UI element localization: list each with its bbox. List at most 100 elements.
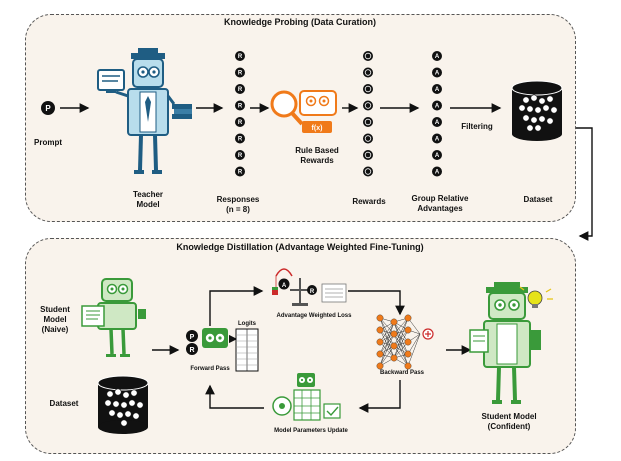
probing-title: Knowledge Probing (Data Curation) bbox=[224, 17, 376, 27]
reward-token-4 bbox=[363, 100, 373, 111]
distillation-title: Knowledge Distillation (Advantage Weight… bbox=[176, 242, 424, 252]
nn-edge bbox=[379, 321, 395, 355]
dataset-cylinder-bottom-icon bbox=[97, 375, 149, 434]
nn-edge bbox=[379, 321, 395, 367]
response-token-label: R bbox=[238, 170, 243, 176]
advantage-token-8 bbox=[432, 166, 442, 177]
nn-edge bbox=[379, 345, 395, 367]
reward-token-mark bbox=[364, 69, 372, 76]
student-head-icon bbox=[202, 328, 228, 348]
loss-token-r: R bbox=[310, 289, 315, 295]
response-token-label: R bbox=[238, 54, 243, 60]
nn-edge bbox=[393, 341, 409, 359]
rule-rewards-label: Rule Based Rewards bbox=[295, 146, 339, 165]
nn-node bbox=[404, 362, 412, 370]
reward-token-mark bbox=[364, 102, 372, 109]
advantage-token-7 bbox=[432, 150, 442, 160]
nn-node bbox=[404, 314, 412, 322]
dataset-label-bottom: Dataset bbox=[49, 399, 79, 408]
nn-node bbox=[390, 354, 398, 362]
nn-node bbox=[390, 342, 398, 350]
lightbulb-icon bbox=[519, 286, 553, 308]
reward-token-2 bbox=[363, 67, 373, 78]
dataset-cylinder-icon bbox=[511, 80, 563, 141]
student-naive-label: Student Model (Naive) bbox=[40, 305, 70, 334]
advantages-label: Group Relative Advantages bbox=[411, 194, 469, 213]
advantage-token-label: A bbox=[435, 87, 440, 93]
nn-node bbox=[376, 338, 384, 346]
nn-node bbox=[376, 350, 384, 358]
reward-token-5 bbox=[363, 117, 373, 127]
advantage-token-4 bbox=[432, 100, 442, 111]
response-token-3 bbox=[235, 84, 245, 94]
student-confident-label: Student Model (Confident) bbox=[481, 412, 537, 431]
reward-token-mark bbox=[364, 135, 372, 142]
advantage-token-label: A bbox=[435, 71, 440, 77]
response-token-label: R bbox=[238, 87, 243, 93]
reward-token-1 bbox=[363, 51, 373, 61]
logits-label: Logits bbox=[238, 321, 256, 327]
reward-token-6 bbox=[363, 133, 373, 144]
naive-student-robot-icon bbox=[81, 278, 146, 357]
filtering-label: Filtering bbox=[461, 122, 493, 131]
nn-node bbox=[404, 338, 412, 346]
loss-label: Advantage Weighted Loss bbox=[276, 313, 352, 319]
reward-token-mark bbox=[364, 52, 372, 60]
advantage-token-1 bbox=[432, 51, 442, 61]
forward-pass-label: Forward Pass bbox=[190, 366, 230, 372]
logits-table-icon bbox=[235, 328, 259, 372]
response-token-5 bbox=[235, 117, 245, 127]
svg-text:R: R bbox=[189, 347, 194, 354]
reward-tokens bbox=[363, 51, 373, 177]
neural-network-icon bbox=[376, 314, 421, 370]
plus-node-icon bbox=[422, 328, 434, 340]
advantage-token-label: A bbox=[435, 104, 440, 110]
nn-edge bbox=[393, 317, 409, 359]
reward-token-mark bbox=[364, 118, 372, 126]
response-token-label: R bbox=[238, 120, 243, 126]
nn-node bbox=[390, 318, 398, 326]
nn-node bbox=[376, 314, 384, 322]
knowledge-probing-panel bbox=[25, 14, 576, 222]
response-token-label: R bbox=[238, 137, 243, 143]
reward-token-mark bbox=[364, 85, 372, 93]
advantage-token-5 bbox=[432, 117, 442, 127]
advantage-token-3 bbox=[432, 84, 442, 94]
parameter-update-icon bbox=[272, 373, 341, 421]
reward-token-7 bbox=[363, 150, 373, 160]
reward-token-8 bbox=[363, 166, 373, 177]
rewards-label: Rewards bbox=[352, 197, 386, 206]
update-label: Model Parameters Update bbox=[274, 428, 348, 434]
rule-reward-icon bbox=[270, 90, 337, 133]
nn-edge bbox=[393, 317, 409, 347]
advantage-token-label: A bbox=[435, 170, 440, 176]
nn-edge bbox=[379, 321, 395, 343]
reward-token-mark bbox=[364, 151, 372, 159]
response-token-label: R bbox=[238, 71, 243, 77]
prompt-token: P bbox=[41, 101, 55, 115]
confident-student-robot-icon bbox=[469, 282, 541, 404]
nn-node bbox=[390, 330, 398, 338]
nn-edge bbox=[407, 333, 421, 367]
responses-label: Responses (n = 8) bbox=[216, 195, 260, 214]
response-token-6 bbox=[235, 133, 245, 144]
nn-edge bbox=[393, 317, 409, 335]
dataset-label-top: Dataset bbox=[523, 195, 553, 204]
response-token-label: R bbox=[238, 104, 243, 110]
svg-text:P: P bbox=[190, 334, 195, 341]
nn-edge bbox=[407, 333, 421, 355]
nn-edge bbox=[379, 333, 395, 367]
teacher-robot-icon bbox=[97, 48, 192, 174]
reward-token-3 bbox=[363, 84, 373, 94]
loss-token-a: A bbox=[282, 283, 287, 289]
svg-text:P: P bbox=[45, 104, 51, 113]
response-token-7 bbox=[235, 150, 245, 160]
nn-node bbox=[376, 326, 384, 334]
nn-node bbox=[376, 362, 384, 370]
nn-node bbox=[404, 326, 412, 334]
forward-input-tokens: P R bbox=[186, 330, 198, 355]
response-token-1 bbox=[235, 51, 245, 61]
